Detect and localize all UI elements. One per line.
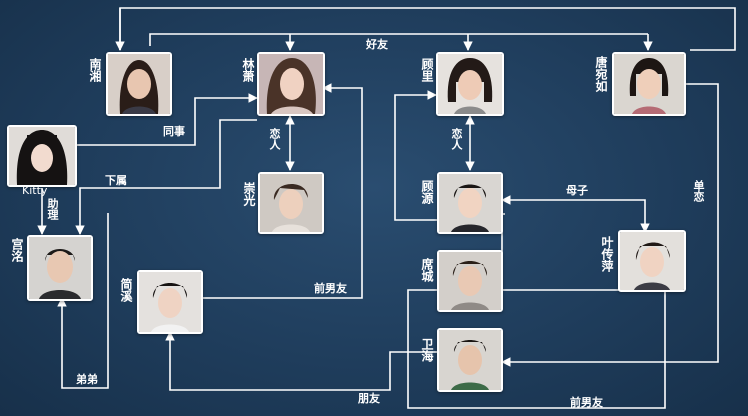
name-kitty: Kitty [22,184,47,198]
man-portrait-icon [439,174,501,232]
name-gongming: 宫洺 [10,238,24,262]
man-portrait-icon [139,272,201,332]
man-portrait-icon [29,237,91,299]
friends-line-outer [120,8,735,50]
portrait-yechuanping[interactable] [618,230,686,292]
name-jianxi: 简溪 [119,278,133,302]
woman-portrait-icon [108,54,170,114]
portrait-nanxiang[interactable] [106,52,172,116]
name-guli: 顾里 [420,58,434,82]
label-unrequited: 单恋 [692,180,705,202]
label-assistant: 助理 [46,198,59,220]
woman-portrait-icon [614,54,684,114]
label-friends: 好友 [366,38,388,51]
name-yechuanping: 叶传萍 [600,236,614,272]
label-lovers-left: 恋人 [268,128,281,150]
name-tangwanru: 唐宛如 [594,56,608,92]
label-colleague: 同事 [163,125,185,138]
mother-son-line [502,200,645,232]
portrait-chongguang[interactable] [258,172,324,234]
name-chongguang: 崇光 [242,182,256,206]
friend-line [170,332,437,390]
woman-portrait-icon [438,54,502,114]
unrequited-line [502,84,718,362]
name-weihai: 卫海 [420,338,434,362]
label-brother: 弟弟 [76,373,98,386]
label-ex-boyfriend-bottom: 前男友 [570,396,603,409]
portrait-kitty[interactable] [7,125,77,187]
friends-line-inner [150,34,648,46]
portrait-gongming[interactable] [27,235,93,301]
portrait-weihai[interactable] [437,328,503,392]
portrait-xicheng[interactable] [437,250,503,312]
name-linxiao: 林萧 [241,58,255,82]
name-nanxiang: 南湘 [88,58,102,82]
label-mother-son: 母子 [566,184,588,197]
woman-portrait-icon [259,54,323,114]
label-ex-boyfriend-mid: 前男友 [314,282,347,295]
label-subordinate: 下属 [105,174,127,187]
portrait-guyuan[interactable] [437,172,503,234]
name-xicheng: 席城 [420,258,434,282]
woman-portrait-icon [620,232,684,290]
label-friend: 朋友 [358,392,380,405]
portrait-tangwanru[interactable] [612,52,686,116]
man-portrait-icon [260,174,322,232]
label-lovers-right: 恋人 [450,128,463,150]
portrait-linxiao[interactable] [257,52,325,116]
name-guyuan: 顾源 [420,180,434,204]
portrait-guli[interactable] [436,52,504,116]
woman-portrait-icon [9,127,75,185]
man-portrait-icon [439,330,501,390]
portrait-jianxi[interactable] [137,270,203,334]
man-portrait-icon [439,252,501,310]
